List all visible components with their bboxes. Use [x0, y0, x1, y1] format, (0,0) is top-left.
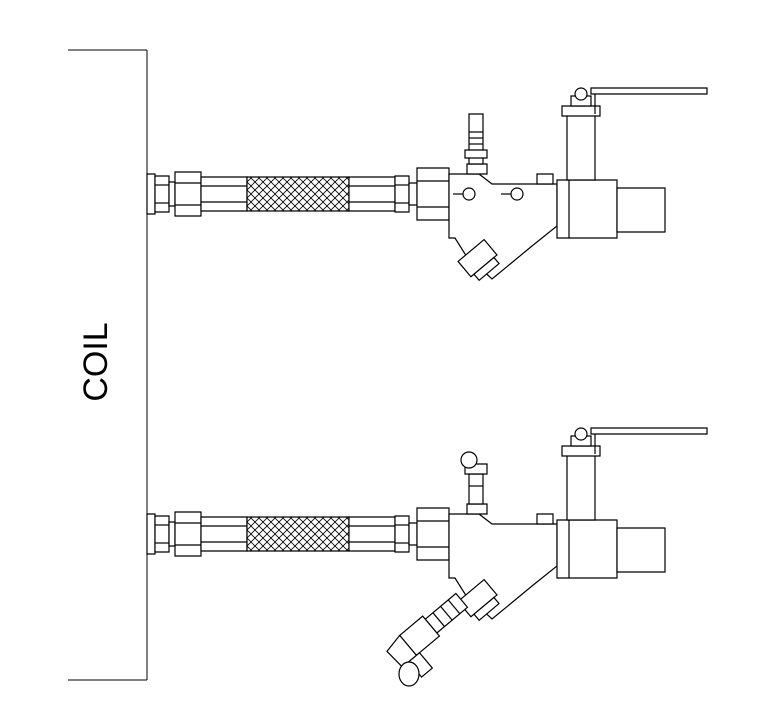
coil-label: COIL [77, 322, 115, 401]
coil-wall [68, 50, 147, 680]
lower-valve-assembly [146, 427, 708, 687]
upper-valve-assembly [146, 87, 708, 284]
test-port-capped [460, 451, 488, 505]
